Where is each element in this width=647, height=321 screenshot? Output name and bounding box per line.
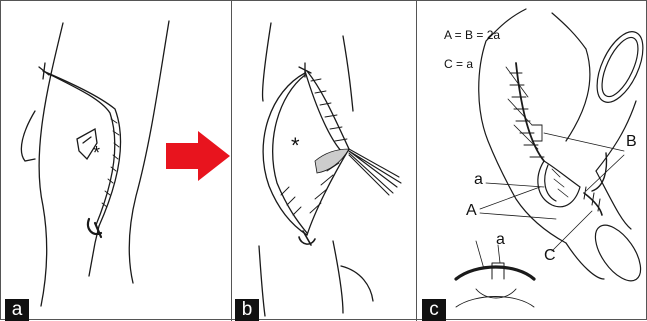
- suture-stitches: [510, 73, 544, 157]
- inset-box: [492, 263, 504, 279]
- tube-bottom-edge: [596, 171, 631, 229]
- tube-opening-top: [588, 25, 647, 109]
- pointer-C: [552, 211, 592, 251]
- pointer-A-upper: [480, 187, 540, 209]
- incision-line-outer: [43, 71, 121, 226]
- limb-contour-right-top: [343, 36, 353, 111]
- tube-opening-top-inner: [595, 33, 646, 102]
- pointer-B-upper: [544, 133, 624, 151]
- limb-outline-top: [552, 13, 586, 49]
- tissue-shading: [315, 149, 349, 173]
- limb-contour-right-bottom: [333, 241, 343, 313]
- wound-edge-left-outer: [263, 73, 307, 235]
- label-C: C: [544, 247, 556, 265]
- suture-thread-right: [592, 153, 606, 191]
- body-contour-left: [39, 23, 63, 306]
- label-a-upper: a: [474, 171, 483, 189]
- panel-c-drawing: [416, 1, 647, 321]
- suture-top: [39, 63, 49, 79]
- limb-contour-knee: [341, 266, 373, 301]
- panel-b-label: b: [235, 299, 259, 321]
- incision-line-inner: [47, 73, 115, 225]
- body-fold: [21, 111, 35, 161]
- right-arrow-icon: [164, 129, 232, 183]
- label-A: A: [466, 202, 477, 220]
- panel-c-label: c: [422, 299, 446, 321]
- flap-inner: [545, 165, 556, 201]
- tube-bottom-lower-edge: [566, 243, 604, 279]
- limb-contour-left-bottom: [259, 246, 265, 316]
- panel-b-drawing: *: [231, 1, 416, 321]
- equation-2: C = a: [444, 57, 473, 71]
- label-B: B: [626, 133, 637, 151]
- limb-outline-left: [479, 9, 566, 243]
- panel-a-label: a: [5, 299, 29, 321]
- inset-band: [456, 267, 534, 279]
- flap-outline: [538, 161, 580, 207]
- equation-1: A = B = 2a: [444, 28, 500, 42]
- pointer-a: [486, 183, 544, 187]
- suture-threads: [349, 149, 401, 195]
- panel-b: * b: [231, 1, 416, 321]
- asterisk-mark: *: [93, 143, 100, 163]
- tube-upper-edge: [566, 49, 590, 141]
- limb-contour-left-top: [262, 23, 271, 101]
- flap-hatching: [552, 169, 568, 197]
- pointer-B-lower: [586, 155, 624, 191]
- pointer-A-lower: [480, 213, 556, 219]
- tube-opening-bottom: [587, 218, 647, 289]
- tissue-flap-inner: [83, 137, 91, 143]
- label-a-inset: a: [496, 231, 505, 249]
- inset-pointer-left: [476, 241, 484, 269]
- panel-c: A = B = 2a C = a B a A C a c: [416, 1, 647, 321]
- incision-hatching: [102, 119, 119, 207]
- asterisk-mark: *: [291, 133, 300, 158]
